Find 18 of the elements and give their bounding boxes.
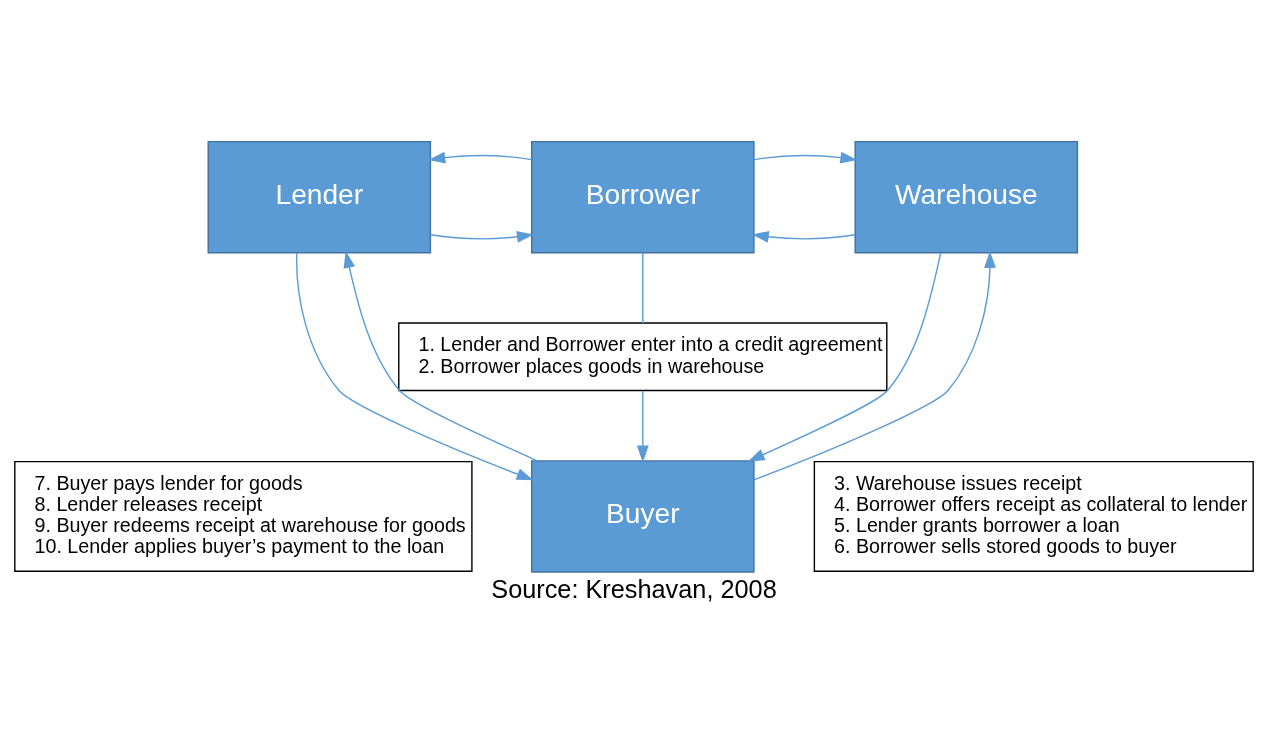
arrow <box>636 389 649 462</box>
node-box: 3. Warehouse issues receipt 4. Borrower offers receipt as collateral to lender 5. Lender grants borrower a loan 6. Borrower sells stored goods to buyer <box>813 460 1254 572</box>
node-box: Buyer <box>530 459 755 573</box>
arrow <box>753 151 858 163</box>
arrow <box>296 251 534 480</box>
arrow <box>428 151 533 163</box>
node-box: 7. Buyer pays lender for goods 8. Lender releases receipt 9. Buyer redeems receipt at warehouse for goods 10. Lender applies buyer’s payment to the loan <box>14 460 473 572</box>
arrow <box>753 250 996 481</box>
caption: Source: Kreshavan, 2008 <box>491 574 777 603</box>
arrow <box>747 251 942 462</box>
node-box: Warehouse <box>854 140 1079 253</box>
connector <box>642 251 644 324</box>
arrow <box>751 230 856 243</box>
node-box: Lender <box>207 140 432 253</box>
node-box: 1. Lender and Borrower enter into a credit agreement 2. Borrower places goods in warehouse <box>398 321 888 391</box>
arrow <box>429 230 534 243</box>
node-box: Borrower <box>530 140 755 253</box>
arrow <box>343 250 538 461</box>
